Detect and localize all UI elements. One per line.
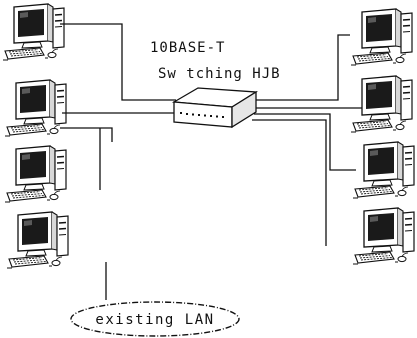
- computer-left-1: [3, 4, 64, 60]
- computer-right-2: [351, 76, 412, 132]
- computer-right-1: [351, 9, 412, 65]
- hub-label-line1: 10BASE-T: [150, 40, 225, 56]
- computer-left-4: [7, 212, 68, 268]
- computer-left-3: [5, 146, 66, 202]
- computer-left-2: [5, 80, 66, 136]
- existing-lan-label: existing LAN: [95, 312, 214, 328]
- computer-right-3: [353, 142, 414, 198]
- switching-hub: [174, 88, 256, 127]
- computer-right-4: [353, 208, 414, 264]
- hub-label-line2: Sw tching HJB: [158, 66, 281, 82]
